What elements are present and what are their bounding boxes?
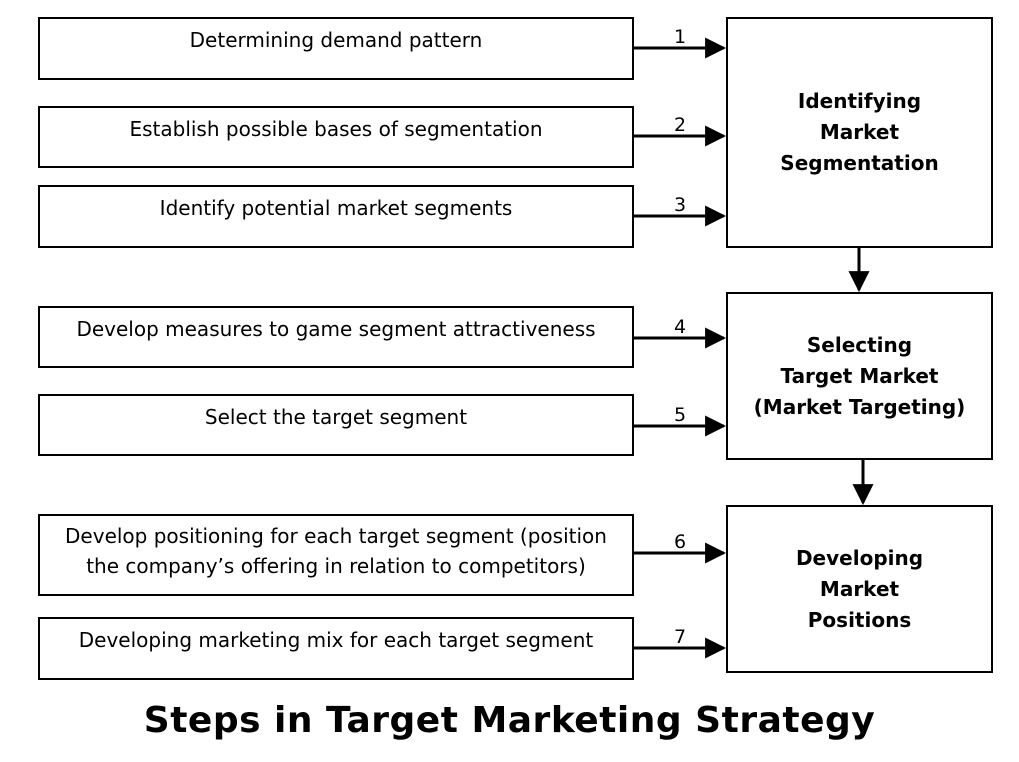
step-label-6: Develop positioning for each target segm…: [65, 524, 607, 578]
step-label-3: Identify potential market segments: [159, 196, 513, 220]
step-box-7: Developing marketing mix for each target…: [38, 617, 634, 680]
step-label-4: Develop measures to game segment attract…: [76, 317, 596, 341]
diagram-title: Steps in Target Marketing Strategy: [143, 700, 876, 741]
step-number-1: 1: [673, 26, 687, 48]
phase-label-segmentation: Identifying Market Segmentation: [780, 89, 939, 175]
step-number-6: 6: [673, 531, 687, 553]
phase-box-targeting: Selecting Target Market (Market Targetin…: [726, 292, 993, 460]
step-number-4: 4: [673, 316, 687, 338]
step-label-5: Select the target segment: [204, 405, 468, 429]
step-box-5: Select the target segment: [38, 394, 634, 456]
phase-label-positioning: Developing Market Positions: [795, 545, 924, 632]
step-box-1: Determining demand pattern: [38, 17, 634, 80]
phase-box-segmentation: Identifying Market Segmentation: [726, 17, 993, 248]
step-number-3: 3: [673, 194, 687, 216]
step-box-6: Develop positioning for each target segm…: [38, 514, 634, 596]
step-box-4: Develop measures to game segment attract…: [38, 306, 634, 368]
step-number-7: 7: [673, 626, 687, 648]
step-label-1: Determining demand pattern: [189, 28, 483, 52]
step-label-7: Developing marketing mix for each target…: [78, 628, 594, 652]
phase-label-targeting: Selecting Target Market (Market Targetin…: [753, 332, 966, 419]
step-box-2: Establish possible bases of segmentation: [38, 106, 634, 168]
step-box-3: Identify potential market segments: [38, 185, 634, 248]
phase-box-positioning: Developing Market Positions: [726, 505, 993, 673]
step-number-5: 5: [673, 404, 687, 426]
step-number-2: 2: [673, 114, 687, 136]
step-label-2: Establish possible bases of segmentation: [129, 117, 543, 141]
